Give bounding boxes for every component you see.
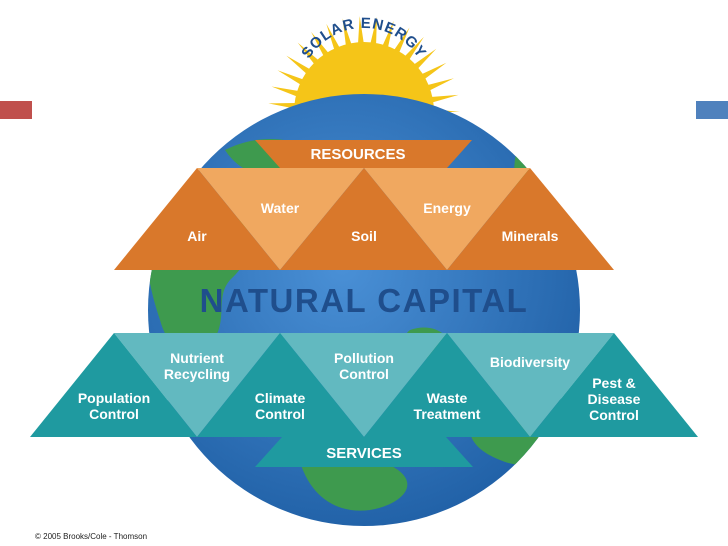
resources-triangles	[114, 168, 614, 270]
service-tri-dark	[30, 333, 197, 437]
copyright-notice: © 2005 Brooks/Cole - Thomson	[35, 532, 148, 541]
service-biodiversity: Biodiversity	[489, 354, 571, 370]
natural-capital-title: NATURAL CAPITAL	[199, 282, 529, 319]
service-tri-light	[114, 333, 280, 437]
resource-tri-dark	[280, 168, 447, 270]
service-climate-control: Climate Control	[254, 390, 306, 422]
resource-soil: Soil	[351, 228, 377, 244]
service-tri-dark	[364, 333, 530, 437]
service-waste-treatment: Waste Treatment	[413, 390, 481, 422]
service-tri-light	[447, 333, 614, 437]
services-title: SERVICES	[326, 445, 402, 462]
resources-title: RESOURCES	[310, 146, 406, 163]
service-pest-disease-control: Pest & Disease Control	[587, 375, 641, 423]
sun-core	[294, 42, 434, 112]
services-banner	[255, 437, 473, 467]
service-population-control: Population Control	[77, 390, 151, 422]
resource-tri-dark	[447, 168, 614, 270]
services-triangles	[30, 333, 698, 437]
service-tri-dark	[530, 333, 698, 437]
service-pollution-control: Pollution Control	[334, 350, 394, 382]
resource-minerals: Minerals	[501, 228, 559, 244]
resource-tri-light	[197, 168, 364, 270]
resource-tri-dark	[114, 168, 280, 270]
service-nutrient-recycling: Nutrient Recycling	[163, 350, 231, 382]
resource-air: Air	[187, 228, 207, 244]
resources-banner	[255, 140, 472, 168]
slide-accent-left	[0, 101, 32, 119]
sun	[268, 16, 460, 113]
resource-water: Water	[260, 200, 300, 216]
service-tri-light	[280, 333, 447, 437]
resource-tri-light	[364, 168, 530, 270]
service-tri-dark	[197, 333, 364, 437]
resource-energy: Energy	[423, 200, 471, 216]
slide-accent-right	[696, 101, 728, 119]
